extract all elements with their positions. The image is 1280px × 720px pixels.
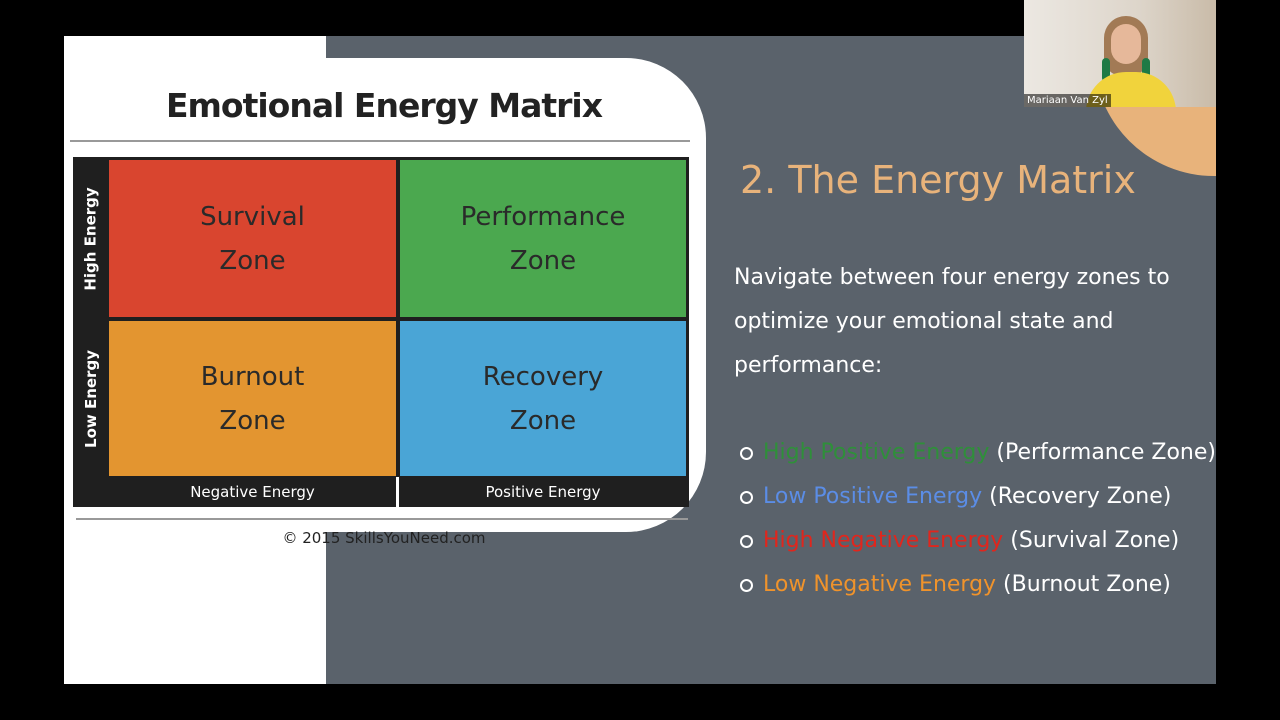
bottom-divider	[76, 518, 688, 520]
participant-name-label: Mariaan Van Zyl	[1024, 94, 1111, 107]
earring-icon	[1142, 58, 1150, 82]
bullet-colored-text: High Positive Energy	[763, 440, 990, 465]
energy-zone-list: High Positive Energy (Performance Zone) …	[740, 431, 1216, 607]
list-item: High Positive Energy (Performance Zone)	[740, 431, 1216, 475]
bullet-icon	[740, 534, 753, 548]
bullet-text: (Survival Zone)	[1003, 528, 1180, 553]
matrix-title: Emotional Energy Matrix	[166, 86, 603, 125]
list-item: Low Positive Energy (Recovery Zone)	[740, 475, 1216, 519]
slide-heading: 2. The Energy Matrix	[740, 158, 1136, 202]
bullet-text: (Performance Zone)	[989, 440, 1216, 465]
bullet-text: (Recovery Zone)	[982, 484, 1172, 509]
participant-face	[1111, 24, 1141, 64]
x-label-divider	[396, 477, 399, 507]
y-label-high: High Energy	[82, 186, 101, 291]
copyright-text: © 2015 SkillsYouNeed.com	[282, 529, 486, 547]
list-item: Low Negative Energy (Burnout Zone)	[740, 563, 1216, 607]
intro-text: Navigate between four energy zones to op…	[734, 265, 1170, 378]
bullet-colored-text: Low Negative Energy	[763, 572, 997, 597]
x-label-negative: Negative Energy	[190, 483, 315, 501]
bullet-colored-text: Low Positive Energy	[763, 484, 983, 509]
presentation-slide: Emotional Energy Matrix High Energy Low …	[64, 36, 1216, 684]
list-item: High Negative Energy (Survival Zone)	[740, 519, 1216, 563]
bullet-icon	[740, 578, 753, 592]
bullet-icon	[740, 490, 753, 504]
bullet-icon	[740, 446, 753, 460]
bullet-text: (Burnout Zone)	[996, 572, 1171, 597]
bullet-colored-text: High Negative Energy	[763, 528, 1004, 553]
participant-video-tile[interactable]: Mariaan Van Zyl	[1024, 0, 1216, 107]
title-divider	[70, 140, 690, 142]
earring-icon	[1102, 58, 1110, 82]
x-label-positive: Positive Energy	[485, 483, 601, 501]
energy-matrix-image: Emotional Energy Matrix High Energy Low …	[64, 58, 706, 547]
y-label-low: Low Energy	[82, 349, 100, 448]
